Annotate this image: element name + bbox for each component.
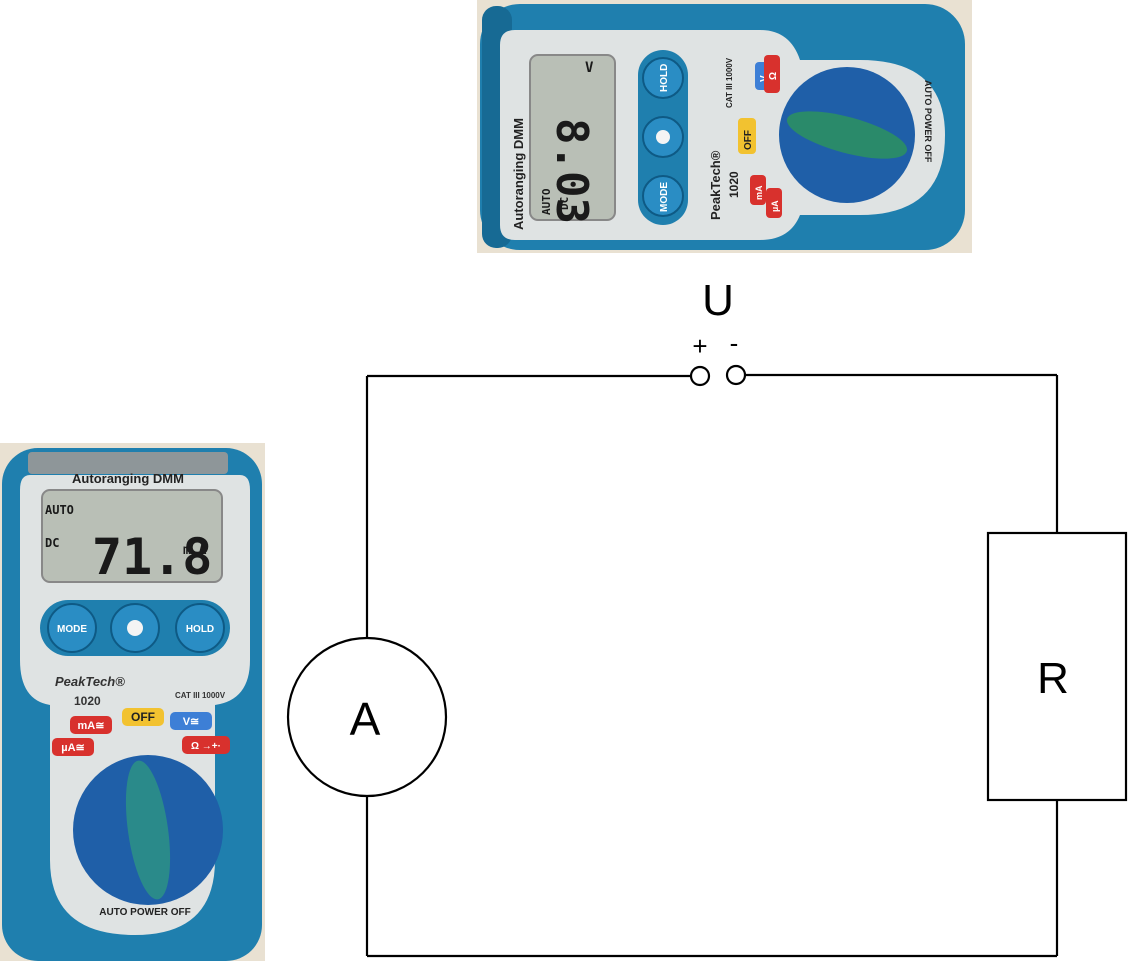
- lightbulb-icon: [656, 130, 670, 144]
- top-hold-label: HOLD: [659, 64, 670, 92]
- ammeter-symbol: [286, 636, 448, 798]
- top-brand: PeakTech®: [708, 150, 723, 220]
- top-meter-header: Autoranging DMM: [511, 118, 526, 230]
- bottom-v-label: V≅: [183, 716, 200, 728]
- plus-sign: +: [692, 331, 707, 361]
- bottom-hold-label: HOLD: [186, 624, 214, 635]
- top-meter-reading: 8.03: [546, 118, 597, 224]
- resistor-label: R: [1037, 654, 1069, 703]
- bottom-mode-button[interactable]: [47, 603, 97, 653]
- terminal-plus: [689, 365, 711, 387]
- top-multimeter-photo: Autoranging DMM 8.03 V AUTO DC HOLD MODE…: [477, 0, 972, 253]
- top-mode-label: MODE: [659, 182, 670, 212]
- top-off-label: OFF: [743, 130, 754, 150]
- top-model: 1020: [727, 171, 741, 198]
- top-mode-button[interactable]: [642, 175, 684, 217]
- bottom-hold-button[interactable]: [175, 603, 225, 653]
- bottom-ma-label: mA≅: [78, 720, 105, 732]
- bottom-meter-mode: DC: [45, 536, 59, 550]
- bottom-brand: PeakTech®: [55, 674, 125, 689]
- circuit: [286, 364, 1128, 958]
- bottom-cat-rating: CAT III 1000V: [175, 691, 226, 700]
- top-ua-label: µA: [770, 200, 780, 212]
- top-auto-power-off: AUTO POWER OFF: [923, 80, 933, 163]
- top-meter-mode: DC: [558, 197, 571, 210]
- bottom-meter-auto: AUTO: [45, 503, 74, 517]
- terminal-minus: [725, 364, 747, 386]
- bottom-meter-header: Autoranging DMM: [72, 471, 184, 486]
- bottom-mode-label: MODE: [57, 624, 87, 635]
- resistor-symbol: [986, 531, 1128, 802]
- top-meter-unit: V: [585, 60, 594, 76]
- bottom-auto-power-off: AUTO POWER OFF: [99, 907, 190, 918]
- top-ma-label: mA: [754, 185, 764, 200]
- top-hold-button[interactable]: [642, 57, 684, 99]
- bottom-ohm-label: Ω →+·: [191, 741, 221, 752]
- ammeter-label: A: [350, 693, 381, 745]
- bottom-meter-reading: 71.8: [92, 528, 212, 586]
- bottom-ua-label: µA≅: [61, 742, 85, 754]
- minus-sign: -: [730, 328, 739, 358]
- bottom-multimeter-photo: Autoranging DMM AUTO DC 71.8 m A MODE HO…: [0, 443, 265, 961]
- top-ohm-label: Ω: [768, 72, 779, 80]
- bottom-meter-unit: m A: [183, 543, 207, 558]
- bottom-model: 1020: [74, 694, 101, 708]
- top-cat-rating: CAT III 1000V: [725, 57, 734, 108]
- voltage-label: U: [702, 276, 734, 325]
- bottom-off-label: OFF: [131, 710, 155, 724]
- lightbulb-icon: [127, 620, 143, 636]
- top-meter-auto: AUTO: [540, 188, 553, 215]
